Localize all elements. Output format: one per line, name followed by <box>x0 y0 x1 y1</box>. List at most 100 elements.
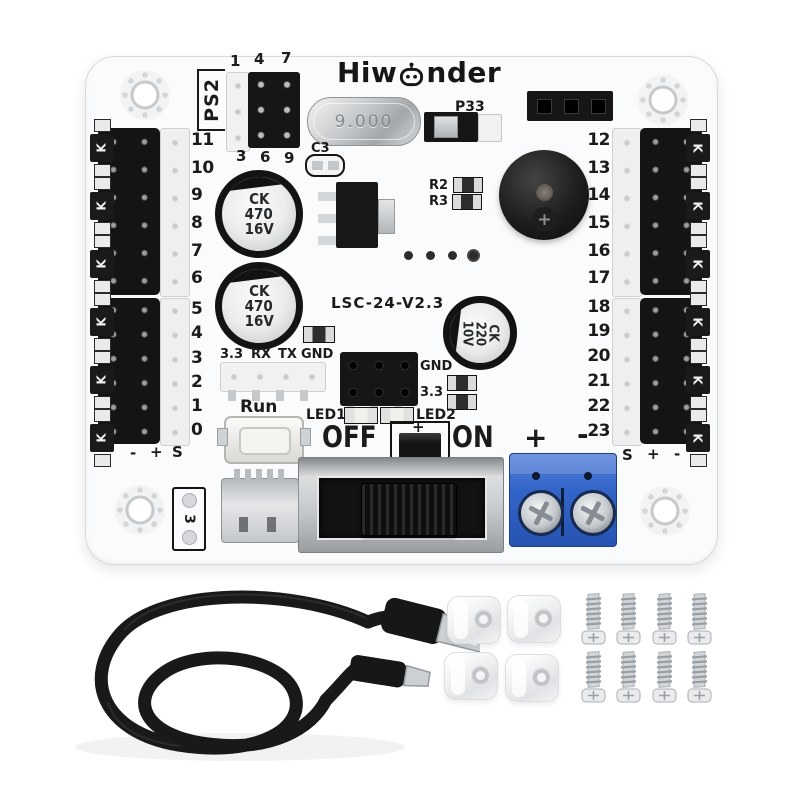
usb-cable <box>75 590 480 761</box>
off-label: OFF <box>322 420 377 454</box>
c3-capacitor <box>305 154 345 177</box>
pin-order-signal: S <box>172 443 183 461</box>
led-resistor <box>447 375 477 391</box>
mounting-hole-bottom-right <box>640 486 690 536</box>
channel-number: 2 <box>191 372 203 392</box>
via-dot <box>448 251 457 260</box>
p33-pin-white <box>478 114 502 142</box>
channel-number: 0 <box>191 420 203 440</box>
k-chip: K <box>90 409 114 467</box>
mounting-hole-top-right <box>638 75 688 125</box>
led1-label: LED1 <box>306 407 346 423</box>
channel-number: 6 <box>191 268 203 288</box>
config-header-pins <box>346 406 412 415</box>
power-jumper <box>399 433 441 460</box>
side-component-3: 3 <box>172 487 206 551</box>
channel-number: 14 <box>587 185 610 205</box>
k-chip-label: K <box>95 433 109 443</box>
channel-number: 10 <box>191 158 214 178</box>
cap-text: CK <box>485 324 501 342</box>
side-component-label: 3 <box>181 514 197 524</box>
mounting-hole-bottom-left <box>115 485 165 535</box>
servo-bank-right-top-white <box>612 128 642 297</box>
channel-number: 13 <box>587 158 610 178</box>
ps2-label-text: PS2 <box>201 78 223 122</box>
via-dot <box>426 251 435 260</box>
ps2-connector-white <box>226 72 250 152</box>
k-chip: K <box>686 293 710 351</box>
pin-number: 6 <box>260 148 271 166</box>
k-chip: K <box>90 235 114 293</box>
ps2-label: PS2 <box>197 69 225 131</box>
k-chip: K <box>90 293 114 351</box>
via-dot <box>404 251 413 260</box>
pin-order-plus: + <box>150 443 163 461</box>
pin-number: 1 <box>230 52 241 70</box>
channel-number: 18 <box>587 297 610 317</box>
uart-connector <box>220 362 326 392</box>
channel-number: 21 <box>587 371 610 391</box>
terminal-screw-minus <box>570 490 616 536</box>
ps2-header-black <box>248 72 300 148</box>
k-chip-label: K <box>691 201 705 211</box>
channel-number: 20 <box>587 346 610 366</box>
regulator-tab <box>378 199 395 234</box>
cap-text: 16V <box>244 219 274 238</box>
uart-label-rx: RX <box>251 347 272 362</box>
nylon-standoff <box>444 652 498 700</box>
channel-number: 4 <box>191 323 203 343</box>
pin-order-signal: S <box>622 446 633 464</box>
brand-prefix: Hiw <box>337 56 398 89</box>
cap-text: 220 <box>472 320 488 346</box>
pin-order-minus: - <box>674 445 681 463</box>
k-chip: K <box>90 119 114 177</box>
phillips-slot <box>523 495 558 530</box>
screw <box>581 592 606 645</box>
servo-bank-left-top-white <box>160 128 190 297</box>
pad <box>181 493 197 508</box>
screw <box>616 592 641 645</box>
k-chip-label: K <box>95 143 109 153</box>
k-chip-label: K <box>691 375 705 385</box>
channel-number: 9 <box>191 185 203 205</box>
channel-number: 22 <box>587 396 610 416</box>
model-label: LSC-24-V2.3 <box>331 294 445 312</box>
on-label: ON <box>452 420 494 454</box>
micro-usb-port <box>221 469 299 543</box>
uart-label-gnd: GND <box>301 347 334 362</box>
channel-number: 15 <box>587 213 610 233</box>
terminal-plus-label: + <box>524 421 548 454</box>
channel-number: 11 <box>191 130 214 150</box>
k-chip-label: K <box>691 317 705 327</box>
k-chip: K <box>686 351 710 409</box>
screw <box>581 650 606 703</box>
cap-text: CK <box>248 281 270 300</box>
micro-usb-connector <box>348 655 431 688</box>
k-chip: K <box>90 351 114 409</box>
k-chip-label: K <box>691 143 705 153</box>
pin-number: 9 <box>284 149 295 167</box>
channel-number: 7 <box>191 241 203 261</box>
screw <box>652 650 677 703</box>
terminal-wire-hole <box>532 472 540 480</box>
pin-number: 4 <box>254 50 265 68</box>
r3-label: R3 <box>429 194 449 209</box>
robot-head-icon <box>400 62 424 86</box>
cap-text: CK <box>248 189 270 208</box>
switch-knob <box>361 483 457 536</box>
regulator-leads <box>318 192 336 245</box>
pin-order-minus: - <box>130 444 137 462</box>
k-chip: K <box>686 119 710 177</box>
jumper-plus-label: + <box>412 418 425 436</box>
k-chip-label: K <box>95 375 109 385</box>
nylon-standoff <box>507 595 561 643</box>
k-chip-label: K <box>95 201 109 211</box>
brand-suffix: nder <box>426 56 502 89</box>
config-header-6pin <box>340 352 418 406</box>
r2-label: R2 <box>429 178 449 193</box>
led2 <box>380 407 414 424</box>
